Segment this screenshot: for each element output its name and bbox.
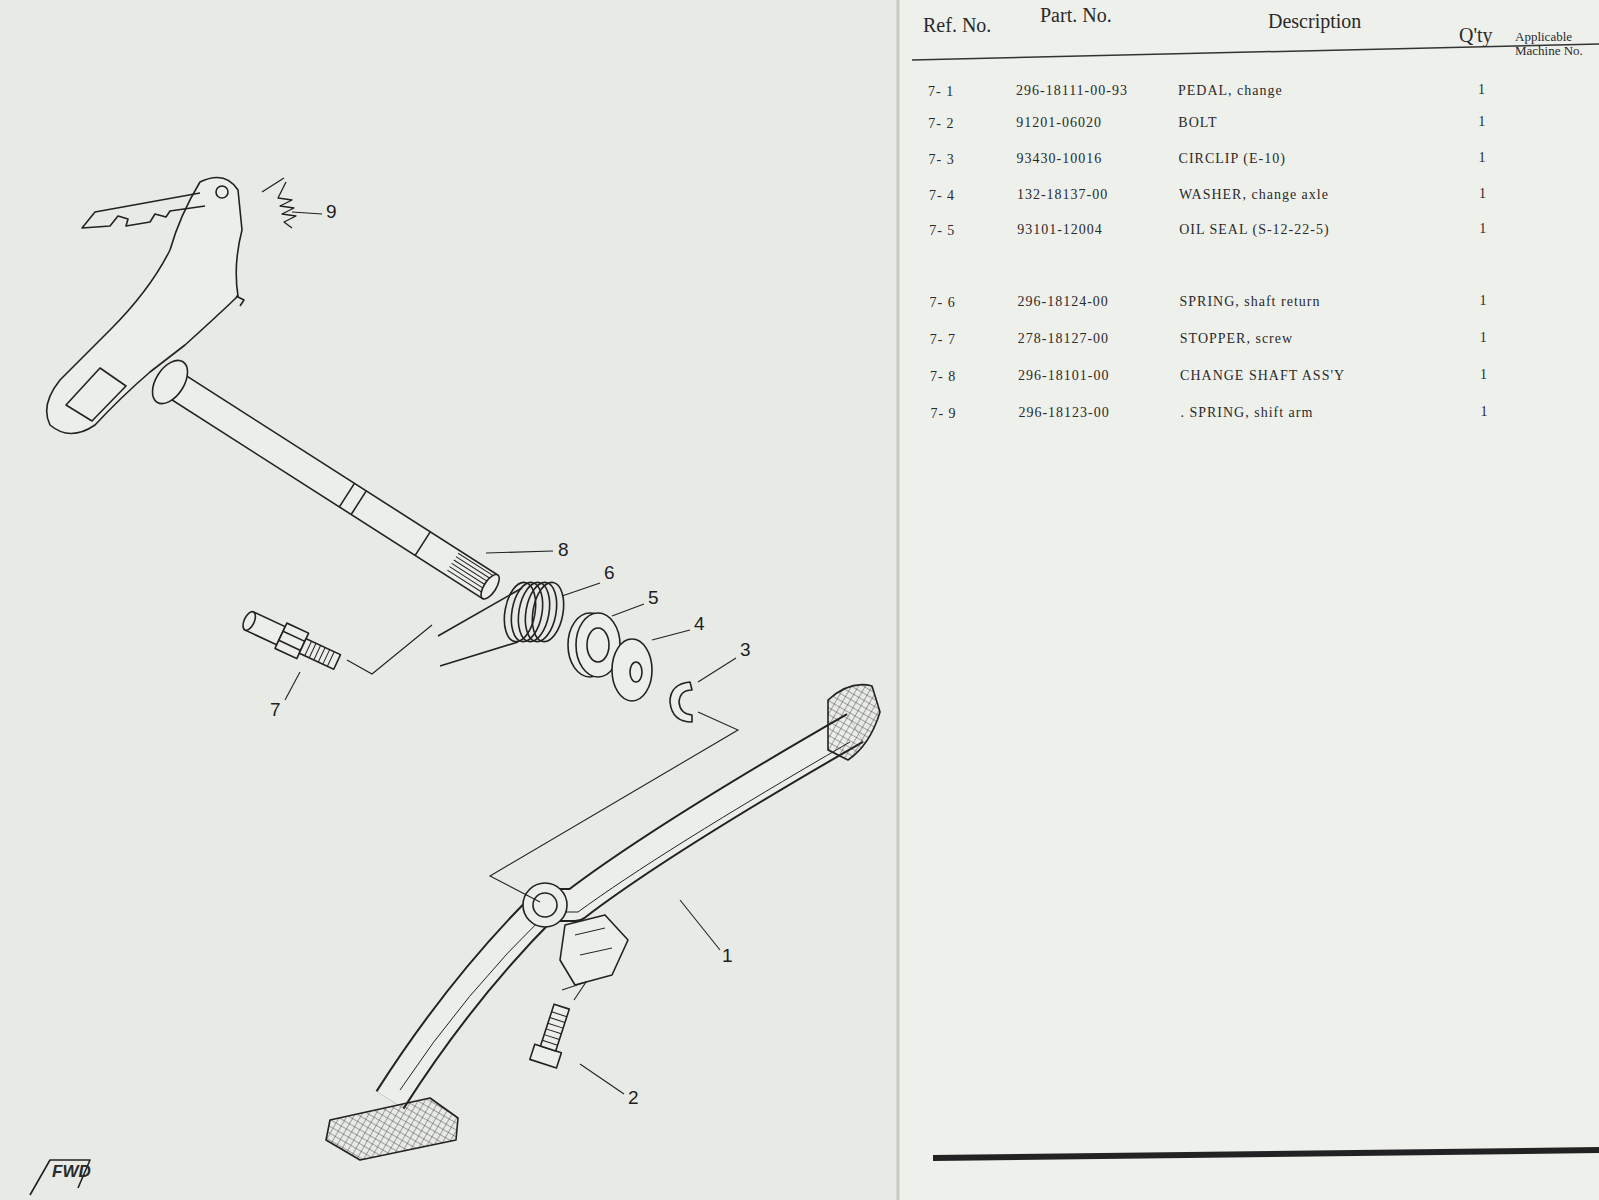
quantity: 1 (1480, 367, 1488, 382)
ref-number: 7- 3 (929, 152, 955, 167)
ref-number: 7- 6 (930, 295, 956, 310)
part-number: 91201-06020 (1016, 115, 1102, 130)
ref-number: 7- 9 (930, 406, 956, 421)
callout-number: 8 (558, 540, 569, 561)
quantity: 1 (1480, 330, 1488, 345)
part-description: SPRING, shaft return (1180, 294, 1321, 309)
column-header: Description (1268, 10, 1361, 32)
quantity: 1 (1479, 186, 1487, 201)
callout-number: 5 (648, 588, 659, 609)
part-number: 296-18101-00 (1018, 368, 1109, 383)
part-description: . SPRING, shift arm (1180, 405, 1313, 420)
ref-number: 7- 2 (928, 116, 954, 131)
right-page (898, 0, 1599, 1200)
ref-number: 7- 7 (930, 332, 956, 347)
quantity: 1 (1480, 293, 1488, 308)
ref-number: 7- 4 (929, 188, 955, 203)
column-header: Part. No. (1040, 4, 1112, 26)
callout-number: 6 (604, 563, 615, 584)
callout-number: 7 (270, 700, 281, 721)
part-number: 93430-10016 (1017, 151, 1103, 166)
part-description: STOPPER, screw (1180, 331, 1293, 346)
part-number: 296-18123-00 (1018, 405, 1109, 420)
callout-number: 9 (326, 202, 337, 223)
column-header: Q'ty (1459, 24, 1493, 46)
callout-number: 1 (722, 946, 733, 967)
direction-marker: FWD (52, 1163, 91, 1182)
part-description: WASHER, change axle (1179, 187, 1329, 202)
quantity: 1 (1478, 114, 1486, 129)
column-header: Ref. No. (923, 14, 991, 36)
part-number: 93101-12004 (1017, 222, 1103, 237)
ref-number: 7- 1 (928, 84, 954, 99)
callout-number: 2 (628, 1088, 639, 1109)
quantity: 1 (1479, 221, 1487, 236)
ref-number: 7- 8 (930, 369, 956, 384)
part-number: 278-18127-00 (1018, 331, 1109, 346)
quantity: 1 (1480, 404, 1488, 419)
part-description: CHANGE SHAFT ASS'Y (1180, 368, 1345, 383)
part-description: OIL SEAL (S-12-22-5) (1179, 222, 1329, 237)
quantity: 1 (1479, 150, 1487, 165)
part-number: 132-18137-00 (1017, 187, 1108, 202)
column-header: Applicable Machine No. (1515, 30, 1595, 57)
part-number: 296-18111-00-93 (1016, 83, 1128, 98)
callout-number: 4 (694, 614, 705, 635)
part-number: 296-18124-00 (1018, 294, 1109, 309)
callout-number: 3 (740, 640, 751, 661)
part-description: PEDAL, change (1178, 83, 1283, 98)
part-description: BOLT (1178, 115, 1217, 130)
quantity: 1 (1478, 82, 1486, 97)
ref-number: 7- 5 (929, 223, 955, 238)
part-description: CIRCLIP (E-10) (1179, 151, 1286, 166)
